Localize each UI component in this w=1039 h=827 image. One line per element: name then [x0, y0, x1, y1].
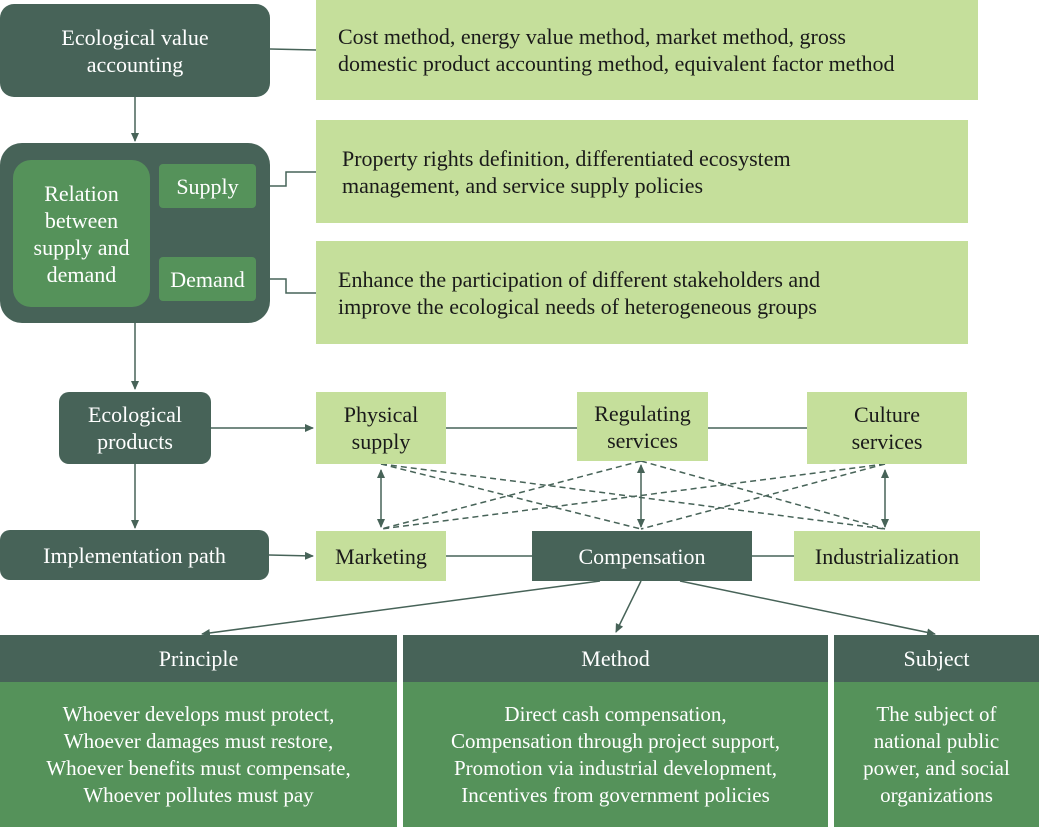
demand-policies-box: Enhance the participation of different s…: [316, 241, 968, 344]
physical-supply-box: Physical supply: [316, 392, 446, 464]
compensation-box: Compensation: [532, 531, 752, 581]
supply-policies-box: Property rights definition, differentiat…: [316, 120, 968, 223]
regulating-services-box: Regulating services: [577, 392, 708, 461]
demand-box: Demand: [159, 257, 256, 301]
implementation-path-box: Implementation path: [0, 530, 269, 580]
relation-label-box: Relation between supply and demand: [13, 160, 150, 307]
supply-box: Supply: [159, 164, 256, 208]
marketing-box: Marketing: [316, 531, 446, 581]
principle-body: Whoever develops must protect, Whoever d…: [0, 682, 397, 827]
method-body: Direct cash compensation, Compensation t…: [403, 682, 828, 827]
arrow-implementation-to-marketing: [268, 551, 314, 560]
principle-header: Principle: [0, 635, 397, 682]
industrialization-box: Industrialization: [794, 531, 980, 581]
supply-connector: [256, 171, 316, 187]
subject-body: The subject of national public power, an…: [834, 682, 1039, 827]
ecological-products-box: Ecological products: [59, 392, 211, 464]
accounting-connector: [269, 48, 317, 51]
ecological-value-accounting-box: Ecological value accounting: [0, 4, 270, 97]
accounting-methods-box: Cost method, energy value method, market…: [316, 0, 978, 100]
method-header: Method: [403, 635, 828, 682]
culture-services-box: Culture services: [807, 392, 967, 464]
demand-connector: [256, 278, 316, 294]
subject-header: Subject: [834, 635, 1039, 682]
